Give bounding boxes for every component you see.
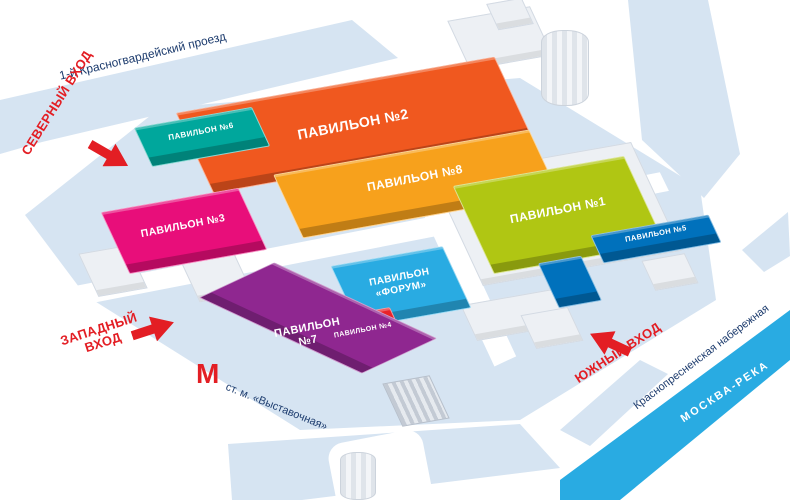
metro-logo: М <box>196 358 220 389</box>
south-cylinder-tower <box>340 452 376 500</box>
gas-holder-tower <box>541 30 589 106</box>
